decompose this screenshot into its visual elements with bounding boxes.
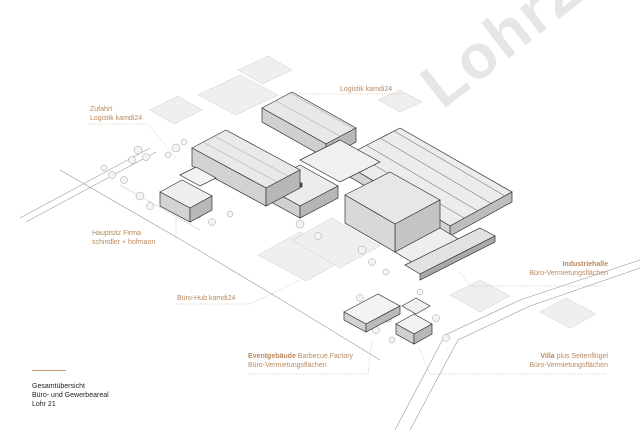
label-buero-hub-text: Büro-Hub kamdi24 xyxy=(177,295,236,302)
label-zufahrt-line2: Logistik kamdi24 xyxy=(90,115,143,122)
caption-line1: Gesamtübersicht xyxy=(32,383,85,390)
villa-building xyxy=(395,297,433,345)
haupthalle xyxy=(191,129,301,207)
label-villa-title: Villa plus Seitenflügel xyxy=(540,353,608,360)
caption: Gesamtübersicht Büro- und Gewerbeareal L… xyxy=(32,382,109,409)
industriehalle xyxy=(337,127,513,281)
label-logistik-text: Logistik kamdi24 xyxy=(340,86,393,93)
hauptsitz-building xyxy=(159,166,217,223)
surrounding-buildings xyxy=(149,55,597,329)
label-eventgebaeude: Eventgebäude Barbecue Factory Büro-Vermi… xyxy=(248,352,353,370)
caption-line2: Büro- und Gewerbeareal xyxy=(32,392,109,399)
caption-rule xyxy=(32,370,66,371)
label-eventgebaeude-sub: Büro-Vermietungsflächen xyxy=(248,362,327,369)
label-eventgebaeude-title: Eventgebäude Barbecue Factory xyxy=(248,353,354,360)
label-zufahrt: Zufahrt Logistik kamdi24 xyxy=(90,105,142,123)
label-industriehalle: Industriehalle Büro-Vermietungsflächen xyxy=(529,260,608,278)
label-hauptsitz: Hauptsitz Firma schindler + hofmann xyxy=(92,229,155,247)
label-zufahrt-line1: Zufahrt xyxy=(90,106,113,113)
label-hauptsitz-line1: Hauptsitz Firma xyxy=(92,230,142,237)
label-industriehalle-sub: Büro-Vermietungsflächen xyxy=(529,270,608,277)
label-industriehalle-title: Industriehalle xyxy=(562,261,608,268)
label-buero-hub: Büro-Hub kamdi24 xyxy=(177,294,235,303)
caption-line3: Lohr 21 xyxy=(32,401,56,408)
streets xyxy=(19,147,640,430)
label-villa: Villa plus Seitenflügel Büro-Vermietungs… xyxy=(529,352,608,370)
buero-hub-building xyxy=(343,293,401,333)
leader-lines xyxy=(88,93,605,375)
label-hauptsitz-line2: schindler + hofmann xyxy=(92,239,156,246)
label-logistik: Logistik kamdi24 xyxy=(340,85,392,94)
label-villa-sub: Büro-Vermietungsflächen xyxy=(529,362,608,369)
